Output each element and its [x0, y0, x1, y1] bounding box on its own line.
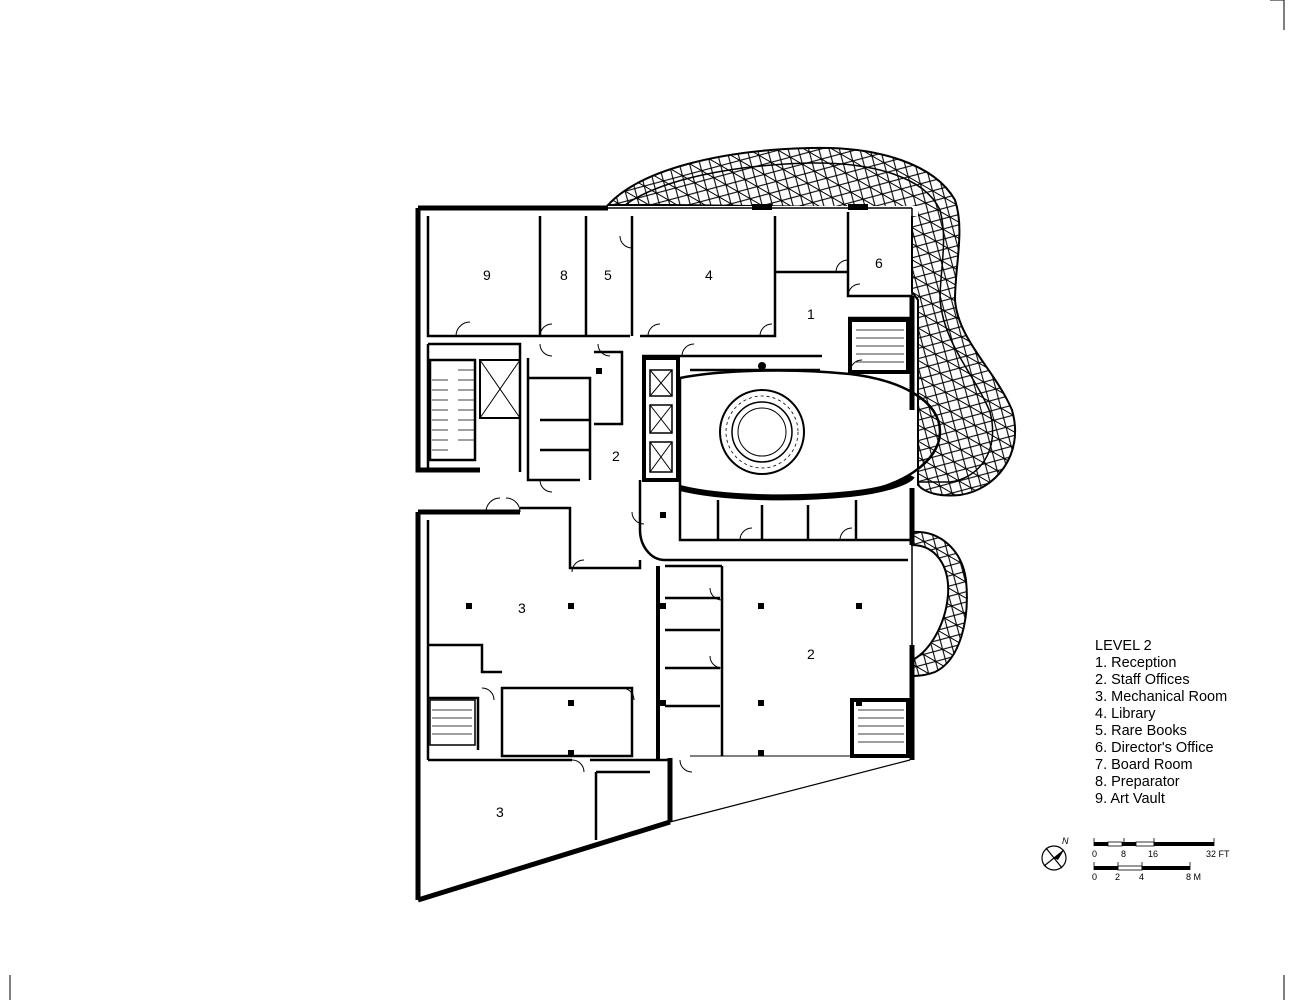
room-number-mechanical-upper: 3	[518, 600, 526, 616]
room-number-staff-offices-lower: 2	[807, 646, 815, 662]
legend: LEVEL 2 1. Reception 2. Staff Offices 3.…	[1095, 638, 1227, 808]
legend-item-directors-office: 6. Director's Office	[1095, 740, 1214, 756]
columns	[466, 204, 868, 756]
legend-item-rare-books: 5. Rare Books	[1095, 723, 1187, 739]
scale-ft-8: 8	[1121, 849, 1126, 859]
room-numbers: 9 8 5 4 6 1 2 2 3 3	[483, 255, 883, 820]
north-arrow-label: N	[1062, 836, 1069, 846]
scale-m-4: 4	[1139, 872, 1144, 882]
scale-m-8: 8 M	[1186, 872, 1201, 882]
room-number-art-vault: 9	[483, 267, 491, 283]
scale-ft-0: 0	[1092, 849, 1097, 859]
legend-item-board-room: 7. Board Room	[1095, 757, 1193, 773]
room-number-preparator: 8	[560, 267, 568, 283]
scale-m-0: 0	[1092, 872, 1097, 882]
room-number-directors-office: 6	[875, 255, 883, 271]
legend-title: LEVEL 2	[1095, 638, 1152, 654]
scale-bar: 0 8 16 32 FT 0 2 4 8 M	[1092, 838, 1230, 882]
legend-item-mechanical-room: 3. Mechanical Room	[1095, 689, 1228, 705]
room-number-mechanical-lower: 3	[496, 804, 504, 820]
lattice-canopy-upper	[605, 146, 1017, 497]
crop-marks	[9, 0, 1285, 1000]
legend-item-art-vault: 9. Art Vault	[1095, 791, 1165, 807]
room-number-library: 4	[705, 267, 713, 283]
stair-treads	[432, 329, 904, 743]
scale-m-2: 2	[1115, 872, 1120, 882]
legend-item-preparator: 8. Preparator	[1095, 774, 1180, 790]
legend-item-staff-offices: 2. Staff Offices	[1095, 672, 1190, 688]
atrium-ellipse	[678, 369, 942, 501]
north-arrow: N	[1041, 836, 1069, 871]
legend-item-reception: 1. Reception	[1095, 655, 1177, 671]
room-number-staff-offices-upper: 2	[612, 448, 620, 464]
legend-item-library: 4. Library	[1095, 706, 1156, 722]
scale-ft-16: 16	[1148, 849, 1158, 859]
room-number-rare-books: 5	[604, 267, 612, 283]
lattice-canopy-lower	[911, 530, 968, 678]
exterior-walls	[415, 205, 915, 903]
door-swings	[455, 235, 863, 773]
scale-ft-32: 32 FT	[1206, 849, 1230, 859]
room-number-reception: 1	[807, 306, 815, 322]
interior-walls	[426, 212, 912, 840]
